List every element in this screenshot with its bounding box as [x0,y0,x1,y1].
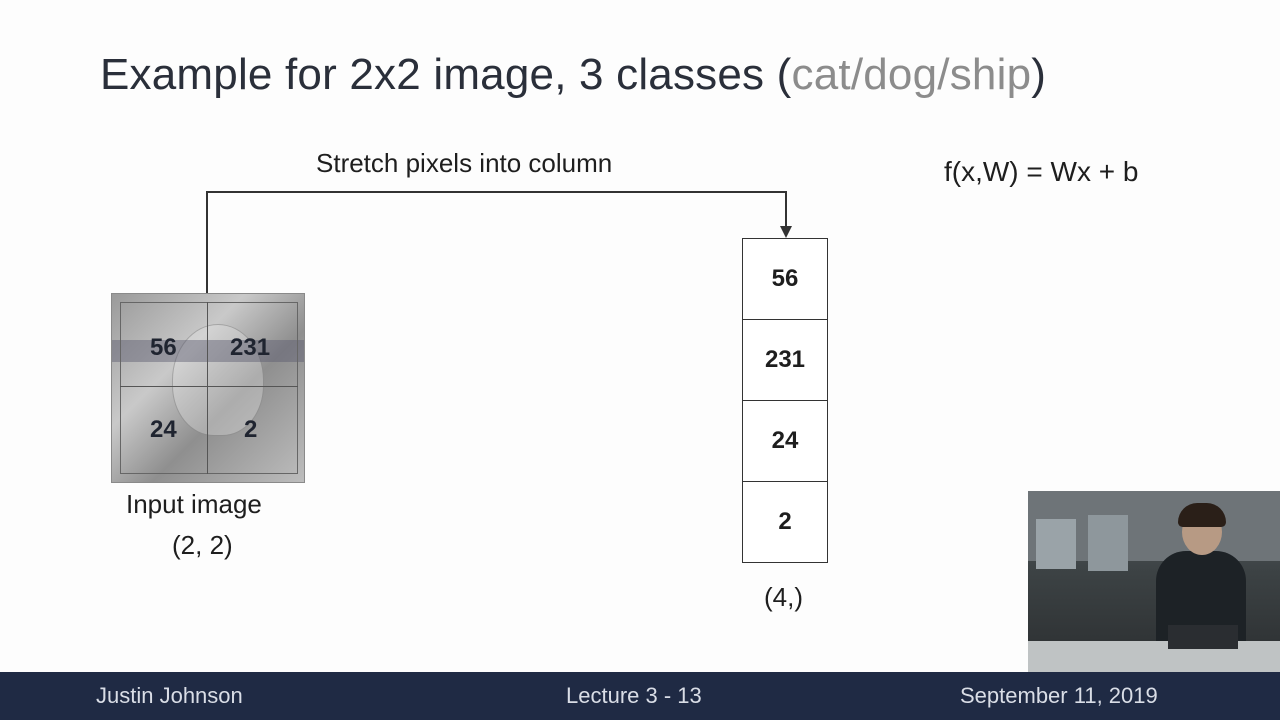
video-person-hair [1178,503,1226,527]
stretch-arrow-line [206,191,787,293]
video-desk [1028,641,1280,672]
column-cell: 2 [742,482,828,563]
slide-title: Example for 2x2 image, 3 classes (cat/do… [100,50,1046,100]
input-image-caption: Input image [126,489,262,519]
video-board [1088,515,1128,571]
footer-date: September 11, 2019 [960,683,1158,708]
column-cell: 56 [742,238,828,320]
column-cell: 231 [742,320,828,401]
input-image: 56 231 24 2 [111,293,305,483]
arrow-label: Stretch pixels into column [316,148,613,178]
lecturer-video [1028,491,1280,672]
title-prefix: Example for 2x2 image, 3 classes ( [100,50,792,99]
linear-formula: f(x,W) = Wx + b [944,156,1139,187]
column-cell: 24 [742,401,828,482]
image-band [112,340,304,362]
title-dog: dog [863,50,938,99]
pixel-bottom-right: 2 [244,416,258,443]
title-sep-2: / [937,50,950,99]
column-shape: (4,) [764,582,803,612]
pixel-grid-frame [120,302,298,474]
column-vector: 56 231 24 2 [742,238,828,563]
pixel-top-right: 231 [230,334,271,361]
input-image-shape: (2, 2) [172,530,233,560]
stretch-arrow-head [780,226,792,238]
pixel-grid-vline [207,302,208,474]
pixel-top-left: 56 [150,334,177,361]
video-laptop [1168,625,1238,649]
footer-author: Justin Johnson [96,683,243,708]
title-cat: cat [791,50,851,99]
title-sep-1: / [850,50,864,99]
video-board [1036,519,1076,569]
footer-lecture: Lecture 3 - 13 [566,683,702,708]
pixel-bottom-left: 24 [150,416,177,443]
pixel-grid-hline [120,386,298,387]
cat-picture [172,324,264,436]
slide: Example for 2x2 image, 3 classes (cat/do… [100,50,1280,672]
title-ship: ship [949,50,1032,99]
footer-bar: Justin Johnson Lecture 3 - 13 September … [0,672,1280,720]
title-suffix: ) [1031,50,1047,99]
